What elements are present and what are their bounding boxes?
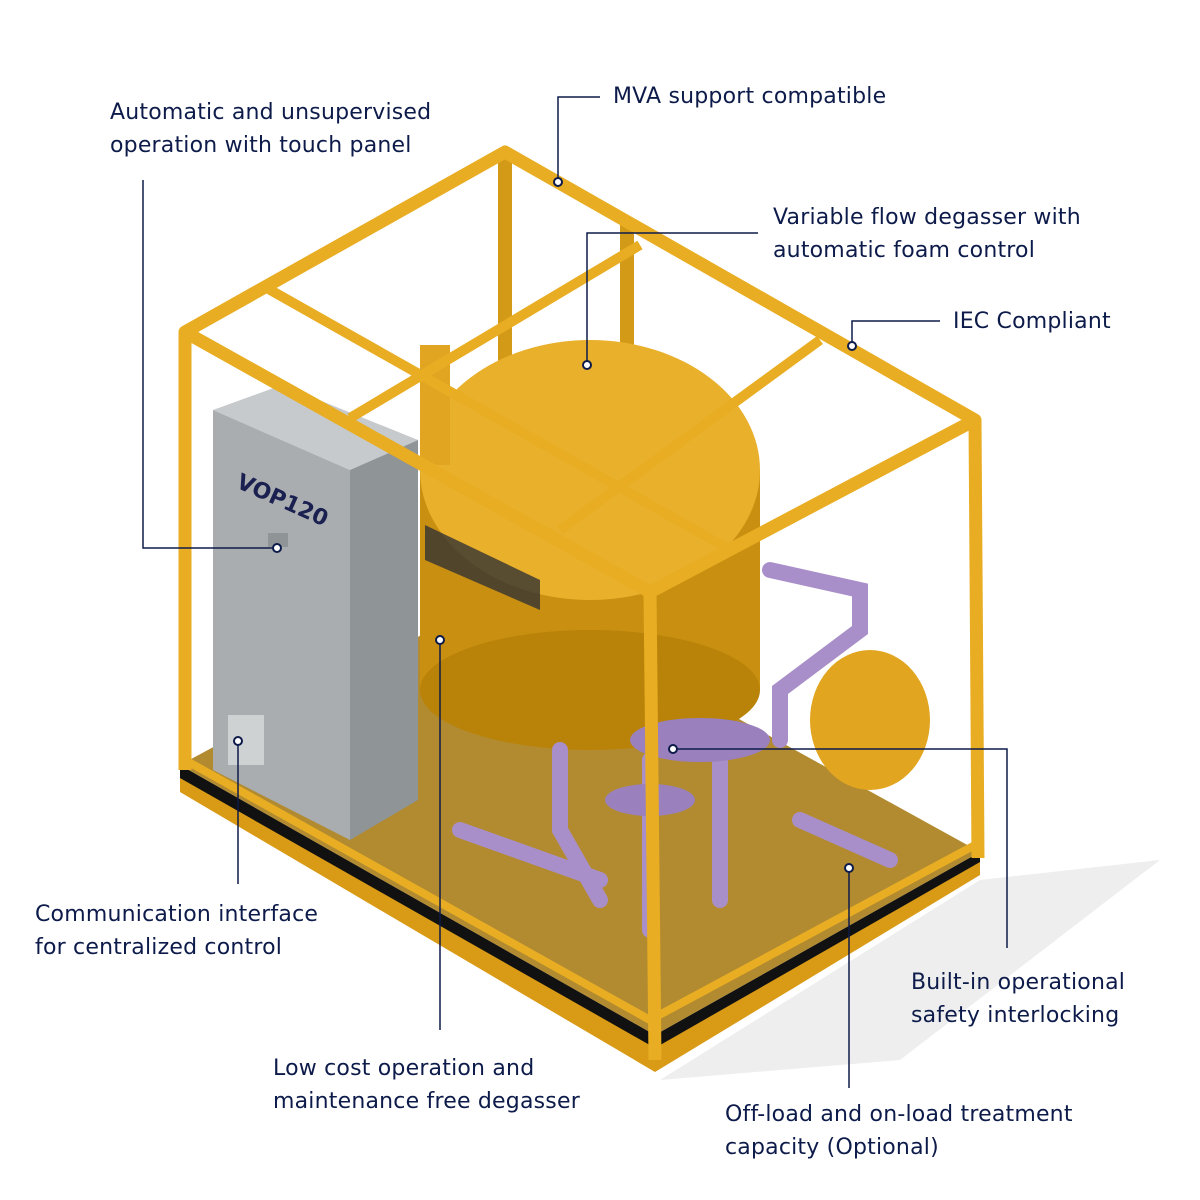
callout-text: IEC Compliant — [953, 309, 1111, 334]
filter-housing — [630, 718, 770, 762]
callout-text: Built-in operational — [911, 970, 1126, 995]
frame-front — [178, 145, 985, 1061]
callout-low-cost: Low cost operation and maintenance free … — [273, 1052, 580, 1118]
callout-degasser: Variable flow degasser with automatic fo… — [773, 201, 1081, 267]
callout-text: automatic foam control — [773, 238, 1036, 263]
callout-text: capacity (Optional) — [725, 1135, 939, 1160]
callout-mva: MVA support compatible — [613, 80, 886, 113]
callout-iec: IEC Compliant — [953, 305, 1111, 338]
callout-text: Automatic and unsupervised — [110, 100, 432, 125]
callout-text: Communication interface — [35, 902, 319, 927]
callout-communication: Communication interface for centralized … — [35, 898, 318, 964]
callout-leaders — [142, 96, 1008, 1088]
callout-text: Off-load and on-load treatment — [725, 1102, 1073, 1127]
callout-text: for centralized control — [35, 935, 283, 960]
callout-text: Low cost operation and — [273, 1056, 535, 1081]
callout-dots — [233, 177, 857, 873]
callout-text: operation with touch panel — [110, 133, 412, 158]
callout-text: Variable flow degasser with — [773, 205, 1081, 230]
callout-text: maintenance free degasser — [273, 1089, 580, 1114]
floor-shadow — [660, 860, 1160, 1080]
callout-treatment: Off-load and on-load treatment capacity … — [725, 1098, 1073, 1164]
callout-touch-panel: Automatic and unsupervised operation wit… — [110, 96, 431, 162]
control-cabinet: VOP120 — [213, 385, 418, 840]
callout-text: safety interlocking — [911, 1003, 1120, 1028]
skid-base — [180, 770, 980, 1072]
callout-text: MVA support compatible — [613, 84, 887, 109]
callout-safety: Built-in operational safety interlocking — [911, 966, 1125, 1032]
